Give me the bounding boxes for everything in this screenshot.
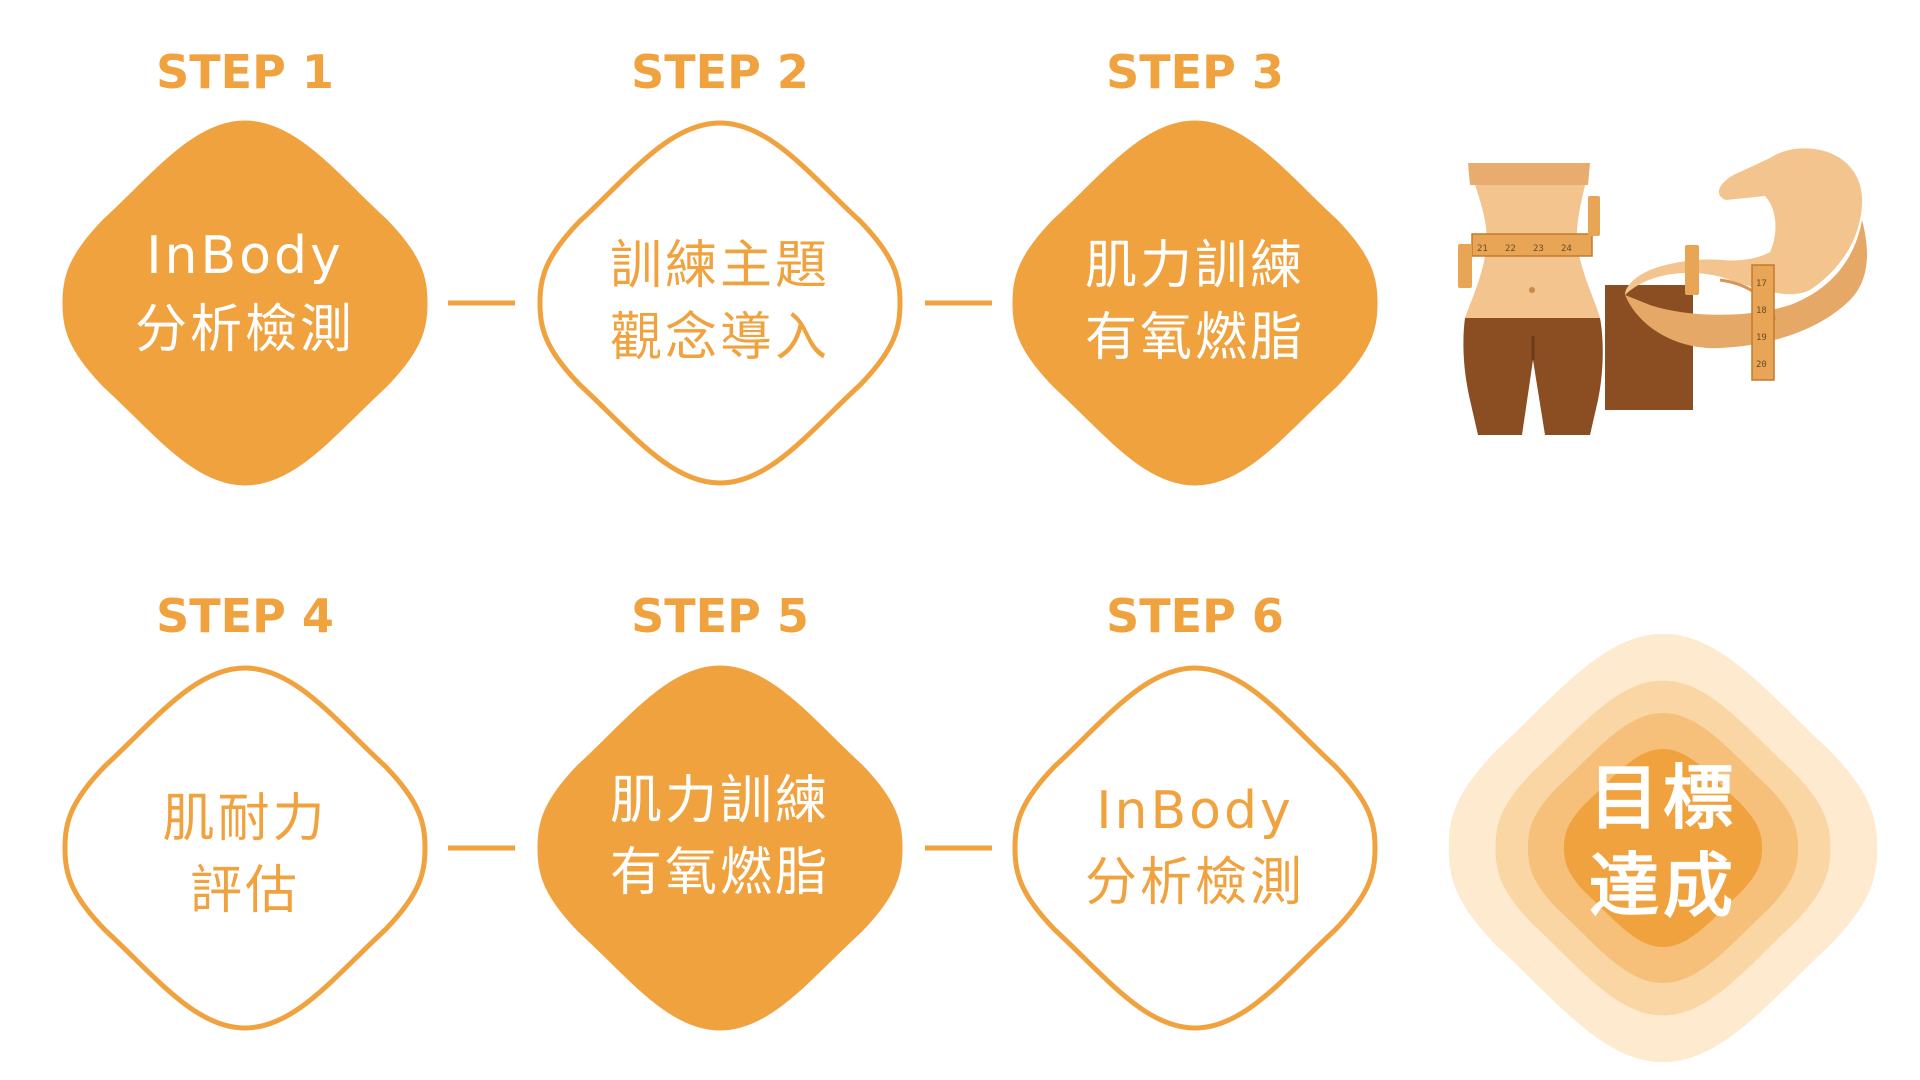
arm-tape-icon	[1751, 264, 1775, 381]
step-node-line1: 訓練主題	[610, 236, 830, 296]
arm-tape-number: 19	[1756, 333, 1767, 343]
step-label: STEP 1	[156, 45, 334, 99]
waist-tape-number: 23	[1533, 244, 1544, 254]
step-node-line2: 觀念導入	[610, 308, 830, 368]
step-1: STEP 1 InBody 分析檢測	[65, 45, 425, 483]
flexed-arm-icon: 17 18 19 20	[1605, 148, 1867, 410]
waist-tape-number: 21	[1477, 244, 1488, 254]
step-3: STEP 3 肌力訓練 有氧燃脂	[1015, 45, 1375, 483]
waist-tape-number: 22	[1505, 244, 1516, 254]
fitness-waist-and-arm-measuring-icon: 21 22 23 24 17 18 19 20	[1458, 148, 1867, 435]
step-node-line2: 有氧燃脂	[1085, 308, 1305, 368]
step-node-line1: InBody	[146, 226, 344, 286]
goal-node: 目標 達成	[1448, 633, 1878, 1063]
arm-tape-number: 18	[1756, 306, 1767, 316]
waist-tape-icon	[1471, 233, 1593, 257]
step-node-line1: InBody	[1096, 781, 1294, 841]
step-6: STEP 6 InBody 分析檢測	[1015, 589, 1375, 1028]
goal-line1: 目標	[1589, 757, 1737, 839]
step-5: STEP 5 肌力訓練 有氧燃脂	[540, 589, 900, 1028]
waist-figure-icon: 21 22 23 24	[1458, 163, 1603, 435]
step-node-line2: 評估	[190, 861, 300, 921]
step-node-line2: 分析檢測	[135, 300, 355, 360]
step-node-line1: 肌力訓練	[610, 771, 830, 831]
step-2: STEP 2 訓練主題 觀念導入	[540, 45, 900, 483]
goal-line2: 達成	[1589, 845, 1737, 927]
step-node-shape	[1015, 668, 1375, 1028]
step-label: STEP 5	[631, 589, 809, 643]
step-label: STEP 3	[1106, 45, 1284, 99]
step-node-line1: 肌力訓練	[1085, 236, 1305, 296]
step-node-shape	[540, 123, 900, 483]
step-label: STEP 4	[156, 589, 334, 643]
step-4: STEP 4 肌耐力 評估	[65, 589, 425, 1028]
step-node-line1: 肌耐力	[162, 789, 327, 849]
waist-tape-number: 24	[1561, 244, 1572, 254]
arm-tape-number: 17	[1756, 279, 1767, 289]
step-label: STEP 2	[631, 45, 809, 99]
step-node-line2: 分析檢測	[1085, 853, 1305, 913]
step-node-shape	[1015, 123, 1375, 483]
step-label: STEP 6	[1106, 589, 1284, 643]
step-node-line2: 有氧燃脂	[610, 843, 830, 903]
arm-tape-number: 20	[1756, 360, 1767, 370]
